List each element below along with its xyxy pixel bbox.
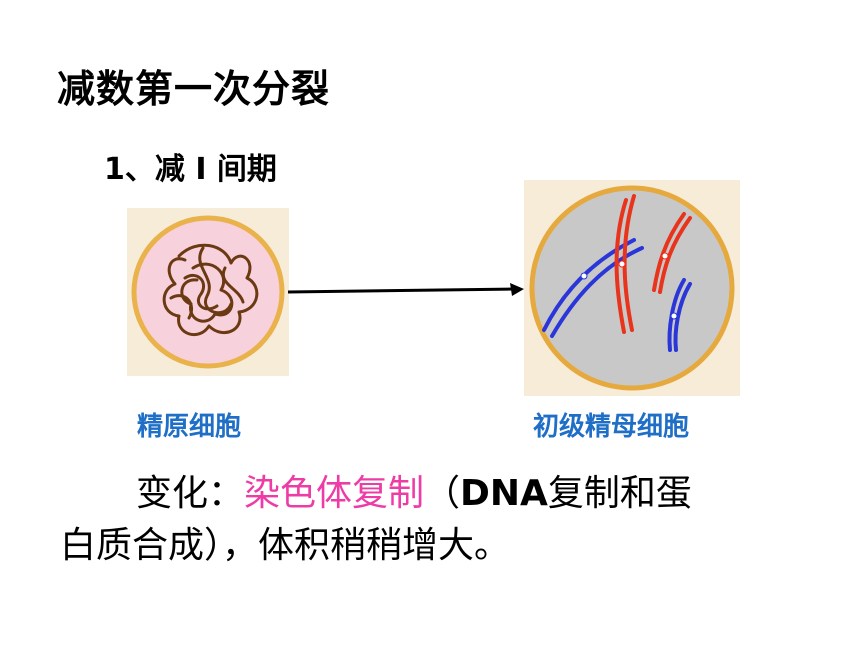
arrow-icon	[287, 283, 524, 296]
section-subtitle: 1、减 Ⅰ 间期	[104, 152, 277, 187]
dna-term: DNA	[460, 473, 548, 514]
page-title: 减数第一次分裂	[57, 67, 331, 111]
open-paren: （	[424, 473, 461, 514]
spermatogonium-image	[127, 208, 289, 376]
spermatogonium-label: 精原细胞	[137, 412, 242, 442]
chromosome-replication-highlight: 染色体复制	[244, 473, 425, 514]
description-line1-rest: 复制和蛋	[547, 473, 692, 514]
primary-spermatocyte-label: 初级精母细胞	[533, 412, 690, 442]
primary-spermatocyte-image	[524, 180, 740, 396]
change-prefix: 变化：	[136, 473, 245, 514]
description-line2: 白质合成），体积稍稍增大。	[60, 525, 511, 566]
change-description: 变化：染色体复制（DNA复制和蛋 白质合成），体积稍稍增大。	[60, 468, 820, 572]
